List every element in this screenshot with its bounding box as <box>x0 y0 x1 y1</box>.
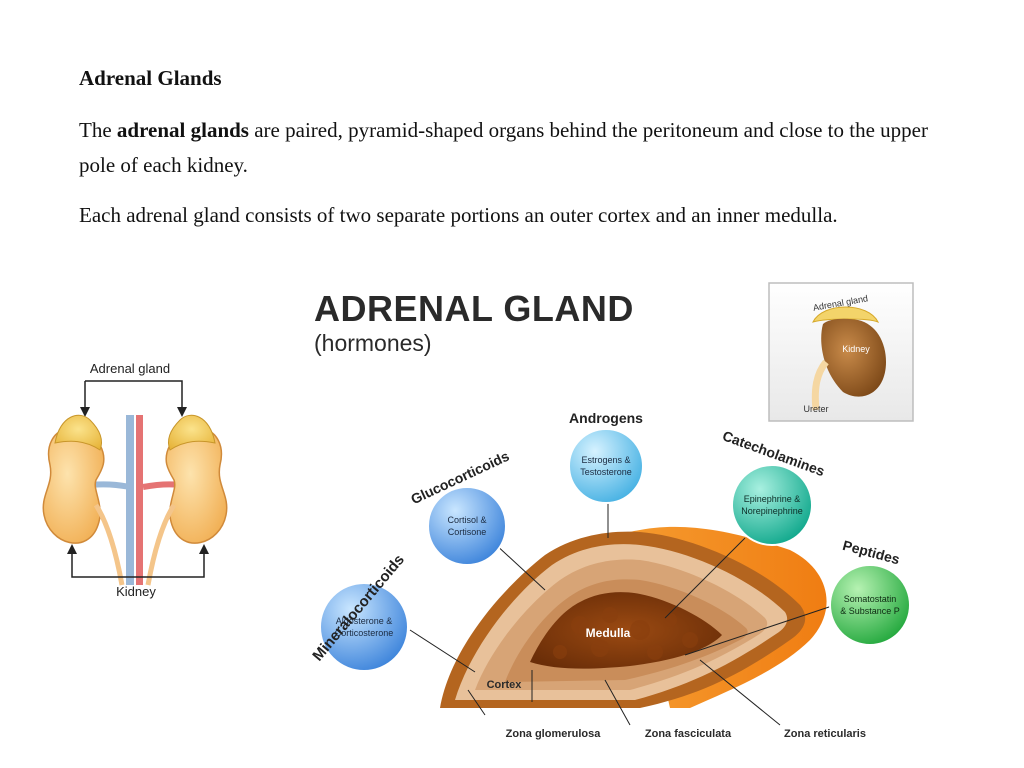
zona-glomerulosa-label: Zona glomerulosa <box>506 728 602 740</box>
zona-reticularis-label: Zona reticularis <box>784 728 866 740</box>
diagram-title: ADRENAL GLAND <box>314 288 634 329</box>
androgens-bubble: Estrogens & Testosterone Androgens <box>568 410 644 504</box>
peptides-line2: & Substance P <box>840 606 900 616</box>
kidney-label: Kidney <box>116 584 156 599</box>
androgens-title: Androgens <box>569 410 643 426</box>
mineralocorticoids-bubble: Aldosterone & Corticosterone Mineralocor… <box>309 551 409 672</box>
catecholamines-bubble: Epinephrine & Norepinephrine Catecholami… <box>721 427 827 546</box>
catecholamines-line1: Epinephrine & <box>744 494 801 504</box>
androgens-line2: Testosterone <box>580 467 632 477</box>
inset-kidney-label: Kidney <box>842 344 870 354</box>
intro-text-start: The <box>79 118 117 142</box>
glucocorticoids-line2: Cortisone <box>448 527 487 537</box>
cortex-label: Cortex <box>487 679 523 691</box>
intro-paragraph: The adrenal glands are paired, pyramid-s… <box>79 113 959 183</box>
peptides-bubble: Somatostatin & Substance P Peptides <box>829 537 911 646</box>
intro-text-end: are paired, pyramid-shaped organs behind… <box>79 118 928 177</box>
intro-bold-term: adrenal glands <box>116 118 249 142</box>
diagram-subtitle: (hormones) <box>314 330 432 356</box>
structure-paragraph: Each adrenal gland consists of two separ… <box>79 203 838 227</box>
glucocorticoids-bubble: Cortisol & Cortisone Glucocorticoids <box>408 448 512 566</box>
adrenal-gland-label: Adrenal gland <box>90 361 170 376</box>
adrenal-cross-section-diagram: Medulla Cortex Zona glomerulosa Zona fas… <box>309 410 911 740</box>
glucocorticoids-line1: Cortisol & <box>447 515 486 525</box>
mineralocorticoids-line2: Corticosterone <box>335 628 394 638</box>
page-heading: Adrenal Glands <box>79 66 222 90</box>
kidney-inset-illustration: Adrenal gland Kidney Ureter <box>768 282 914 422</box>
mineralocorticoids-line1: Aldosterone & <box>336 616 393 626</box>
androgens-line1: Estrogens & <box>581 455 630 465</box>
catecholamines-line2: Norepinephrine <box>741 506 803 516</box>
medulla-label: Medulla <box>586 626 631 640</box>
zona-fasciculata-label: Zona fasciculata <box>645 728 732 740</box>
peptides-line1: Somatostatin <box>844 594 897 604</box>
inset-ureter-label: Ureter <box>803 404 828 414</box>
peptides-title: Peptides <box>841 537 902 568</box>
kidneys-illustration: Adrenal gland Kidney <box>42 361 228 599</box>
